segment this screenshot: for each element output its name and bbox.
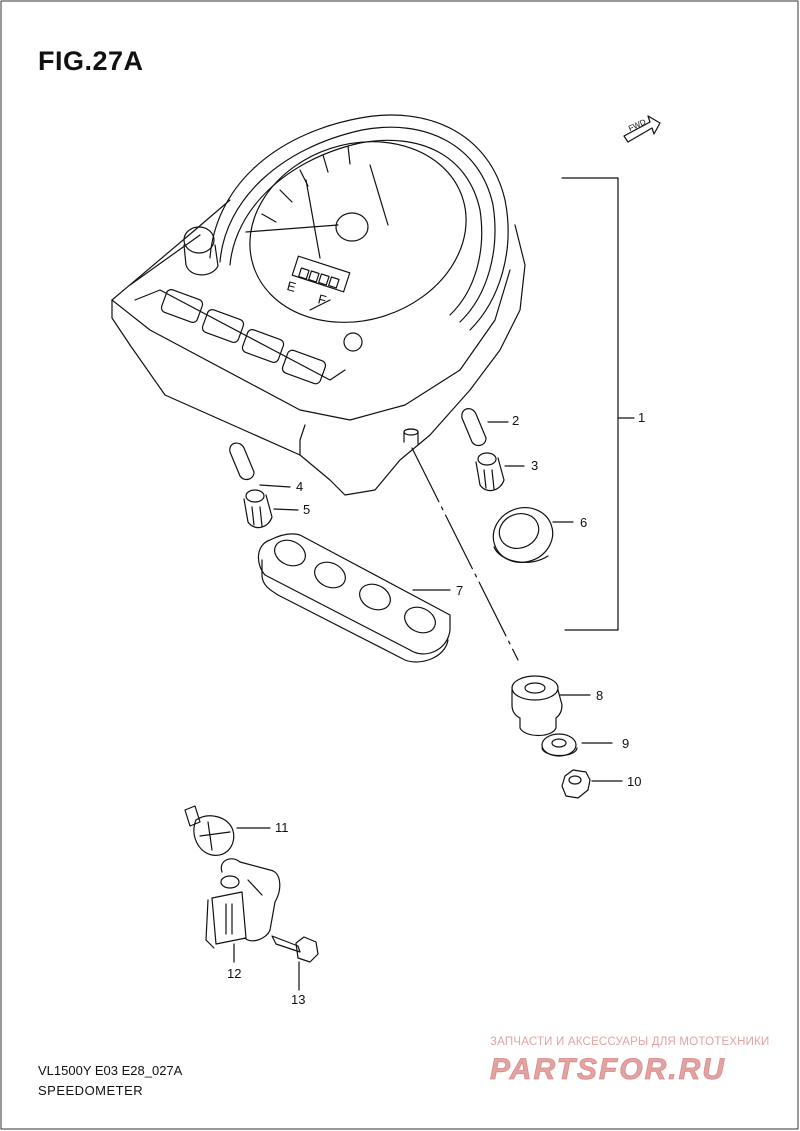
- indicator-lamp-1: [160, 289, 204, 323]
- callout-2: 2: [512, 413, 520, 428]
- callout-8: 8: [596, 688, 604, 703]
- callout-10: 10: [627, 774, 642, 789]
- watermark-brand: PARTSFOR.RU: [490, 1053, 726, 1086]
- sensor-part-12: [205, 858, 281, 963]
- fwd-arrow-icon: [623, 115, 661, 143]
- callout-6: 6: [580, 515, 588, 530]
- watermark-logo: PARTSFOR.RU: [490, 1053, 726, 1087]
- dial-tick: [322, 154, 329, 173]
- bulb-part-4: [229, 442, 291, 488]
- callout-5: 5: [303, 502, 311, 517]
- faceplate-top-left: [111, 199, 231, 301]
- callout-12: 12: [227, 966, 242, 981]
- dial-face: [249, 141, 467, 323]
- odometer-window: [291, 255, 351, 293]
- figure-caption: SPEEDOMETER: [38, 1083, 144, 1098]
- dial-tick: [261, 213, 277, 223]
- fuel-needle: [309, 299, 331, 311]
- faceplate-inner-left: [129, 234, 201, 286]
- figure-title: FIG.27A: [38, 46, 144, 76]
- dial-tick: [279, 189, 293, 203]
- bulb-part-2: [461, 408, 509, 447]
- mounting-stud-top: [403, 428, 419, 436]
- damper-part-8: [511, 675, 591, 737]
- indicator-lamp-4: [281, 349, 327, 385]
- mounting-stud: [403, 428, 419, 445]
- dial-needle-right: [369, 164, 389, 226]
- leader-4: [259, 484, 291, 488]
- indicator-lamp-2: [201, 309, 245, 343]
- leader-5: [273, 508, 299, 511]
- dial-needle-lower: [305, 179, 321, 259]
- callout-11: 11: [275, 820, 289, 835]
- screw-part-11: [184, 805, 271, 856]
- bolt-part-13: [271, 935, 319, 991]
- reset-knob-body: [183, 244, 219, 276]
- callout-13: 13: [291, 992, 306, 1007]
- callout-9: 9: [622, 736, 630, 751]
- needle-hub: [335, 212, 369, 242]
- speedometer-assembly: [111, 114, 526, 496]
- odometer-digit: [298, 267, 310, 280]
- bezel-outer: [209, 114, 509, 331]
- socket-part-3: [475, 452, 525, 492]
- model-code: VL1500Y E03 E28_027A: [38, 1063, 183, 1078]
- bezel-inner: [229, 139, 483, 316]
- callout-3: 3: [531, 458, 539, 473]
- odometer-digit: [328, 276, 340, 289]
- washer-part-9: [541, 733, 613, 757]
- lamp-holder-part-7: [257, 533, 451, 663]
- dial-tick: [347, 145, 351, 165]
- speed-needle: [245, 224, 339, 233]
- assembly-bracket: [561, 177, 619, 631]
- mounting-axis-line: [411, 447, 519, 661]
- housing-front-edge: [111, 269, 511, 421]
- grommet-part-6: [492, 507, 574, 563]
- callout-1: 1: [638, 410, 646, 425]
- housing-left-edge: [111, 299, 131, 346]
- odometer-digit: [318, 273, 330, 286]
- indicator-lamp-3: [241, 329, 285, 363]
- odometer-digit: [308, 270, 320, 283]
- indicator-round-lamp: [343, 332, 363, 352]
- callout-4: 4: [296, 479, 304, 494]
- nut-part-10: [561, 769, 623, 799]
- socket-part-5: [243, 489, 299, 529]
- reset-knob-top: [183, 226, 215, 254]
- bezel-mid: [219, 126, 496, 323]
- faceplate-bottom: [134, 289, 346, 381]
- watermark-tagline: ЗАПЧАСТИ И АКСЕССУАРЫ ДЛЯ МОТОТЕХНИКИ: [490, 1036, 770, 1048]
- callout-7: 7: [456, 583, 464, 598]
- housing-seam: [299, 424, 306, 456]
